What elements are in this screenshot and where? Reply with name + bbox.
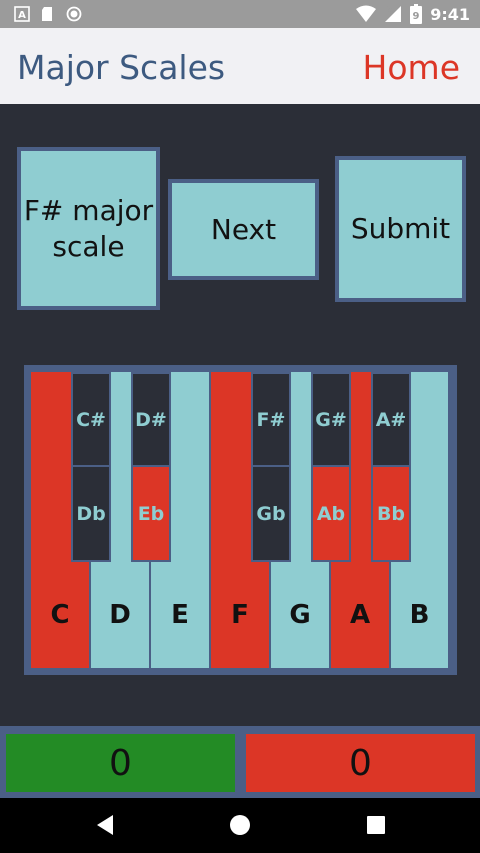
next-label: Next bbox=[210, 212, 277, 246]
page-title: Major Scales bbox=[17, 48, 226, 87]
flat-key-half[interactable]: Ab bbox=[313, 467, 349, 560]
scale-name-line1: F# major bbox=[23, 193, 154, 227]
flat-key-half[interactable]: Db bbox=[76, 502, 106, 525]
white-key-label: D bbox=[109, 600, 131, 630]
status-bar: A 9 9:41 bbox=[0, 0, 480, 28]
white-key-label: E bbox=[171, 600, 189, 630]
flat-key-half[interactable]: Gb bbox=[256, 502, 286, 525]
score-bar: 0 0 bbox=[0, 726, 480, 798]
white-key-label: A bbox=[349, 600, 371, 630]
sharp-key-half[interactable]: A# bbox=[373, 374, 409, 467]
incorrect-count: 0 bbox=[246, 734, 475, 792]
battery-icon: 9 bbox=[410, 4, 423, 24]
sharp-key-half[interactable]: C# bbox=[73, 374, 109, 467]
piano-keyboard: C D E F G A B C# Db D#Eb F# Gb G#Ab A#Bb bbox=[24, 365, 457, 675]
notification-a-icon: A bbox=[14, 6, 30, 22]
svg-text:A: A bbox=[18, 10, 26, 21]
black-key-c-sharp[interactable]: C# Db bbox=[71, 372, 111, 562]
correct-count: 0 bbox=[6, 734, 235, 792]
flat-key-half[interactable]: Eb bbox=[133, 467, 169, 560]
scale-name-line2: scale bbox=[52, 229, 125, 263]
recents-icon[interactable] bbox=[366, 815, 386, 835]
black-key-a-sharp[interactable]: A#Bb bbox=[371, 372, 411, 562]
sharp-key-half[interactable]: F# bbox=[253, 374, 289, 467]
app-bar: Major Scales Home bbox=[0, 28, 480, 104]
white-key-label: F bbox=[231, 600, 249, 630]
black-key-d-sharp[interactable]: D#Eb bbox=[131, 372, 171, 562]
sharp-key-half[interactable]: D# bbox=[133, 374, 169, 467]
white-key-label: B bbox=[409, 600, 430, 630]
home-button[interactable]: Home bbox=[362, 48, 460, 87]
submit-label: Submit bbox=[350, 212, 451, 245]
black-key-g-sharp[interactable]: G#Ab bbox=[311, 372, 351, 562]
navigation-bar bbox=[0, 798, 480, 853]
home-nav-icon[interactable] bbox=[229, 814, 251, 836]
record-icon bbox=[66, 6, 82, 22]
flat-key-half[interactable]: Bb bbox=[373, 467, 409, 560]
battery-level: 9 bbox=[413, 11, 420, 22]
black-key-f-sharp[interactable]: F# Gb bbox=[251, 372, 291, 562]
next-button[interactable]: Next bbox=[168, 179, 319, 280]
scale-name-button[interactable]: F# major scale bbox=[17, 147, 160, 310]
cell-signal-icon bbox=[385, 6, 402, 22]
sharp-key-half[interactable]: G# bbox=[313, 374, 349, 467]
back-icon[interactable] bbox=[95, 814, 115, 836]
status-time: 9:41 bbox=[430, 4, 470, 24]
white-key-label: C bbox=[50, 600, 70, 630]
wifi-icon bbox=[356, 5, 377, 22]
white-key-label: G bbox=[289, 600, 311, 630]
submit-button[interactable]: Submit bbox=[335, 156, 466, 302]
sd-card-icon bbox=[42, 7, 52, 21]
